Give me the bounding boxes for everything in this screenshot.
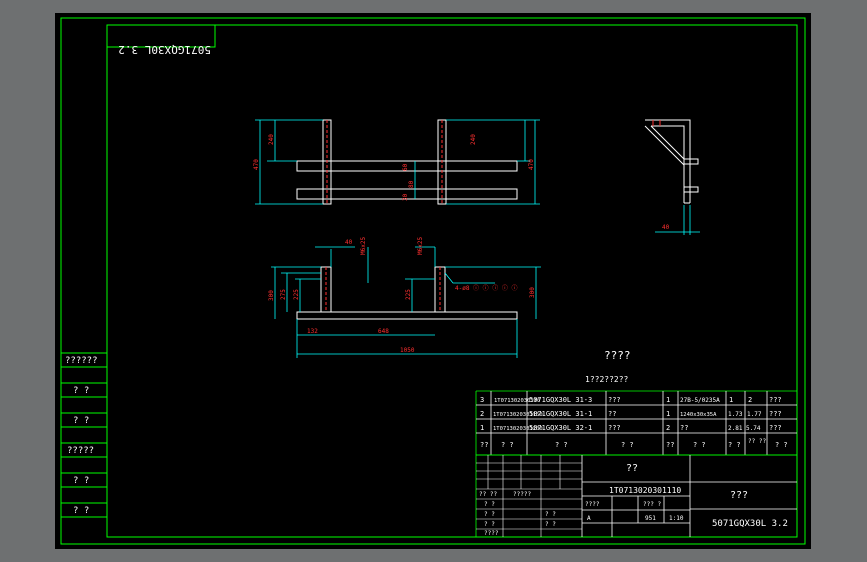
left-sign-column: [61, 352, 107, 518]
bom-h-c1: ? ?: [501, 441, 514, 449]
drawing-code-box: [106, 24, 216, 48]
outer-border: [60, 17, 806, 545]
bom-r0-c4: 1: [666, 396, 670, 404]
dim-top-right-upper: 240: [470, 134, 477, 145]
tb-small-12: 1:10: [669, 515, 684, 522]
bom-r1-c1: 1T0713020301150: [493, 412, 543, 418]
bom-r0-c1: 1T071302030170: [494, 398, 540, 404]
bom-r2-c1: 1T0713020301200: [493, 426, 543, 432]
bom-h-c2: ? ?: [555, 441, 568, 449]
dim-top-mid-c: 30: [402, 193, 409, 201]
tb-small-2: ????: [585, 501, 600, 508]
tb-small-4: ? ?: [484, 501, 495, 508]
bom-r2-c3: ???: [608, 424, 621, 432]
bom-r1-c2: 5071GQX30L 31-1: [529, 410, 592, 418]
bom-r1-c6: 1.73: [728, 411, 743, 418]
inner-border: [106, 24, 798, 538]
tb-small-0: ?? ??: [479, 491, 497, 498]
drawing-subtitle: 1??2??2??: [585, 375, 629, 384]
dim-front-w3: 1050: [400, 347, 415, 354]
tb-small-6: ? ?: [484, 521, 495, 528]
cad-drawing: 5071GQX30L 3.2 ?????? ? ? ? ? ????? ? ? …: [60, 17, 806, 545]
drawing-sheet: 5071GQX30L 3.2 ?????? ? ? ? ? ????? ? ? …: [55, 13, 811, 549]
bom-r0-c7: 2: [748, 396, 752, 404]
tb-small-1: ?????: [513, 491, 531, 498]
left-label-0: ??????: [65, 356, 98, 366]
tb-small-3: ??? ?: [643, 501, 661, 508]
bom-r2-c4: 2: [666, 424, 670, 432]
bom-r2-c5: ??: [680, 424, 688, 432]
bom-r1-c7: 1.77: [747, 411, 762, 418]
left-label-4: ? ?: [73, 476, 89, 486]
left-label-2: ? ?: [73, 416, 89, 426]
top-view: 470 240 60 80 30 240 470: [253, 119, 540, 205]
dim-top-right-h: 470: [528, 159, 535, 170]
dim-top-left-upper: 240: [268, 134, 275, 145]
tb-number: 5071GQX30L 3.2: [712, 519, 788, 529]
dim-front-h3: 225: [293, 289, 300, 300]
dim-front-h4: 225: [405, 289, 412, 300]
bom-table: [475, 390, 797, 456]
bom-r2-c7: 2.81 5.74: [728, 425, 761, 432]
dim-front-h5: 300: [529, 287, 536, 298]
front-callout: 4-ø8 ⓘ ⓘ ⓘ ⓘ ⓘ: [455, 284, 518, 292]
bom-h-c5: ? ?: [693, 441, 706, 449]
tb-name: ??: [626, 463, 638, 474]
dim-front-a: 40: [345, 239, 353, 246]
dim-front-c: M6x25: [417, 237, 424, 255]
tb-small-9: ????: [484, 530, 499, 537]
tb-small-11: 951: [645, 515, 656, 522]
tb-small-5: ? ?: [484, 511, 495, 518]
dim-front-h1: 300: [268, 290, 275, 301]
bom-r0-c2: 5071GQX30L 31-3: [529, 396, 592, 404]
front-view: 40 M6x25 M6x25 300 275 225 225 300 132 6…: [268, 237, 541, 358]
tb-small-10: A: [587, 515, 591, 522]
bom-h-c8: ? ?: [775, 441, 788, 449]
dim-top-left-h: 470: [253, 159, 260, 170]
side-view: 40: [644, 119, 700, 235]
bom-h-c4: ??: [666, 441, 674, 449]
bom-r2-c8: ???: [769, 424, 782, 432]
bom-h-c6: ? ?: [728, 441, 741, 449]
dim-front-b: M6x25: [360, 237, 367, 255]
left-label-1: ? ?: [73, 386, 89, 396]
bom-h-c0: ??: [480, 441, 488, 449]
dim-top-mid-a: 60: [402, 163, 409, 171]
drawing-code-mirrored: 5071GQX30L 3.2: [118, 43, 211, 56]
drawing-title: ????: [604, 349, 631, 362]
bom-r0-c3: ???: [608, 396, 621, 404]
bom-r0-c6: 1: [729, 396, 733, 404]
bom-r1-c5: 1240x30x35A: [680, 412, 717, 418]
bom-h-c3: ? ?: [621, 441, 634, 449]
tb-code: 1T0713020301110: [609, 486, 681, 495]
left-label-5: ? ?: [73, 506, 89, 516]
bom-r0-c5: 27B-5/0235A: [680, 397, 720, 404]
left-label-3: ?????: [67, 446, 94, 456]
bom-r1-c0: 2: [480, 410, 484, 418]
bom-r0-c8: ???: [769, 396, 782, 404]
dim-top-mid-b: 80: [408, 180, 415, 188]
title-block: [475, 454, 798, 538]
bom-r0-c0: 3: [480, 396, 484, 404]
tb-company: ???: [730, 490, 748, 501]
bom-r2-c0: 1: [480, 424, 484, 432]
dim-front-w2: 648: [378, 328, 389, 335]
tb-small-8: ? ?: [545, 521, 556, 528]
bom-h-c7: ?? ??: [748, 438, 766, 445]
bom-r1-c8: ???: [769, 410, 782, 418]
tb-small-7: ? ?: [545, 511, 556, 518]
dim-front-w1: 132: [307, 328, 318, 335]
bom-r1-c3: ??: [608, 410, 616, 418]
dim-front-h2: 275: [280, 289, 287, 300]
dim-side-w: 40: [662, 224, 670, 231]
bom-r1-c4: 1: [666, 410, 670, 418]
bom-r2-c2: 5071GQX30L 32-1: [529, 424, 592, 432]
